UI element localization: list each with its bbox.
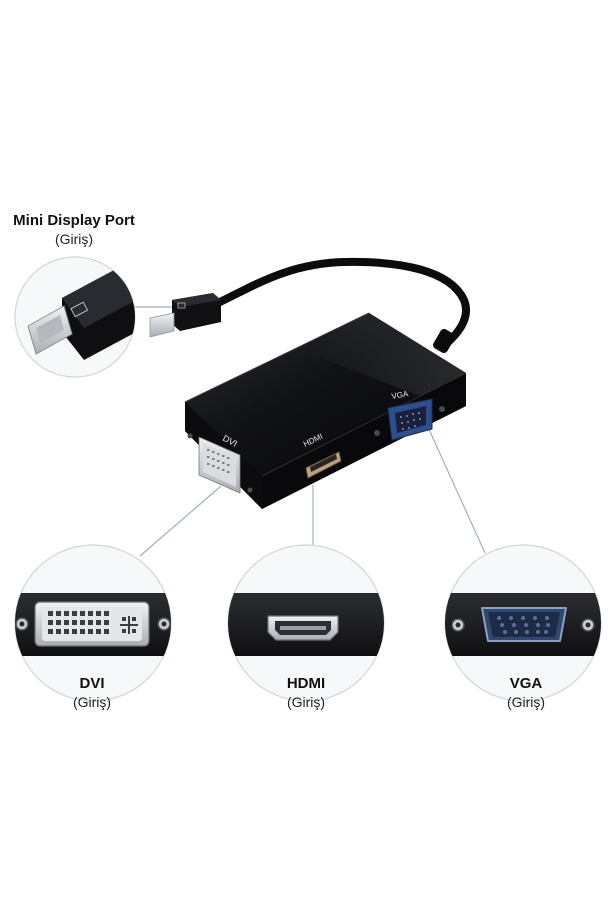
label-vga-title: VGA [509,675,543,692]
label-vga-sub: (Giriş) [506,694,546,710]
cable-strain-relief [433,328,455,354]
callout-hdmi [227,544,385,702]
mini-displayport-plug [149,293,221,338]
leader-line-vga [426,424,486,554]
device-vga-text: VGA [391,389,410,401]
callout-mini-displayport [14,256,136,378]
adapter-cable [214,257,470,348]
label-mini-displayport-sub: (Giriş) [54,231,94,247]
callout-vga [444,544,602,702]
device-dvi-port: DVI [187,433,253,494]
leader-lines [130,306,486,557]
label-hdmi-sub: (Giriş) [286,694,326,710]
label-dvi: DVI (Giriş) [52,674,132,711]
label-mini-displayport: Mini Display Port (Giriş) [8,211,140,248]
callout-dvi [14,544,172,702]
label-dvi-sub: (Giriş) [72,694,112,710]
label-dvi-title: DVI [79,675,105,692]
label-mini-displayport-title: Mini Display Port [13,212,135,229]
label-vga: VGA (Giriş) [486,674,566,711]
label-hdmi-title: HDMI [286,675,326,692]
leader-line-dvi [139,485,222,557]
device-vga-port: VGA [374,389,445,441]
label-hdmi: HDMI (Giriş) [266,674,346,711]
